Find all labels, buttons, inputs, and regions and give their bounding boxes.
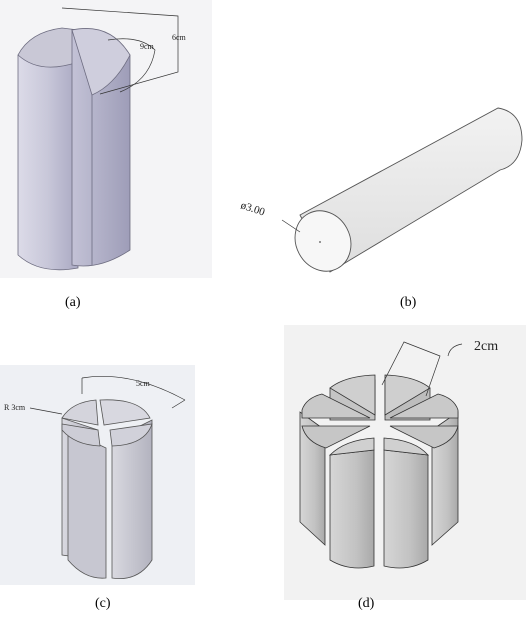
caption-d: (d) bbox=[358, 596, 375, 611]
figure-c: 5cm R 3cm bbox=[0, 365, 195, 585]
dimension-radius-label: R 3cm bbox=[4, 403, 26, 412]
figure-b: ø3.00 bbox=[214, 86, 526, 286]
caption-c: (c) bbox=[95, 596, 111, 611]
sector-top-7 bbox=[328, 437, 375, 456]
dimension-9cm-arc bbox=[107, 38, 156, 93]
quarter-top-front-left bbox=[61, 423, 101, 447]
sector-top-8 bbox=[383, 437, 429, 456]
quarter-cylinder-front-right bbox=[111, 419, 153, 579]
rod-body bbox=[299, 107, 523, 273]
rod-center-point bbox=[319, 241, 321, 243]
dimension-5cm-arc bbox=[81, 375, 186, 409]
half-cylinder-right bbox=[71, 29, 131, 267]
quarter-top-back-left bbox=[61, 399, 99, 426]
sector-top-2 bbox=[384, 374, 431, 416]
dimension-6cm-label: 6cm bbox=[172, 33, 187, 42]
dimension-2cm-label: 2cm bbox=[474, 339, 498, 354]
sector-top-4 bbox=[389, 393, 459, 419]
quarter-top-front-right bbox=[109, 423, 153, 447]
dimension-radius-leader bbox=[29, 407, 63, 415]
sector-top-3 bbox=[301, 393, 371, 419]
sector-top-1 bbox=[329, 374, 376, 416]
sector-front-right bbox=[383, 449, 429, 569]
diameter-leader-line bbox=[281, 219, 301, 233]
figure-a: 6cm 9cm bbox=[0, 0, 212, 278]
dimension-5cm-label: 5cm bbox=[136, 379, 151, 388]
dimension-2cm-line bbox=[381, 341, 441, 397]
sector-top-5 bbox=[301, 425, 371, 449]
quarter-cylinder-front-left bbox=[67, 429, 107, 579]
quarter-top-back-right bbox=[99, 399, 151, 426]
dimension-9cm-label: 9cm bbox=[140, 42, 155, 51]
sector-top-6 bbox=[389, 425, 459, 449]
half-cylinder-right-top bbox=[71, 28, 131, 96]
figure-d: 2cm bbox=[284, 325, 526, 600]
dimension-2cm-leader bbox=[447, 343, 463, 357]
sector-front-left bbox=[329, 449, 375, 569]
dimension-6cm-line bbox=[61, 7, 179, 95]
caption-a: (a) bbox=[65, 295, 81, 310]
caption-b: (b) bbox=[400, 295, 417, 310]
rod-end-face bbox=[294, 210, 352, 272]
